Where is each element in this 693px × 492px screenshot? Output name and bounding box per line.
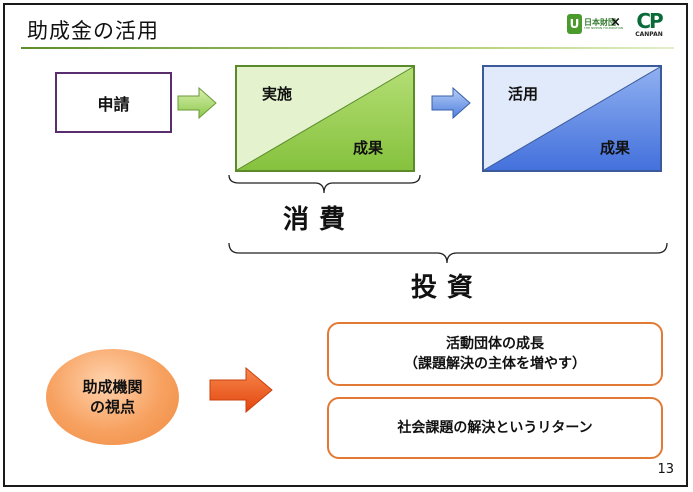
- social-return-box: 社会課題の解決というリターン: [327, 397, 663, 459]
- slide-title: 助成金の活用: [27, 19, 159, 43]
- investment-bracket: [228, 242, 668, 264]
- implementation-label: 実施: [262, 85, 293, 103]
- consumption-label: 消費: [283, 205, 356, 235]
- growth-line-1: 活動団体の成長: [446, 336, 544, 352]
- logo-separator: ×: [610, 15, 621, 30]
- consumption-bracket: [228, 174, 421, 194]
- implementation-box: [235, 65, 415, 172]
- canpan-mark-icon: CP: [636, 9, 663, 33]
- utilization-box: [482, 65, 662, 172]
- green-arrow-icon: [177, 87, 217, 119]
- page-number: 13: [657, 462, 674, 477]
- nippon-foundation-en: THE NIPPON FOUNDATION: [584, 25, 624, 30]
- canpan-text: CANPAN: [635, 31, 663, 38]
- apply-box: 申請: [55, 72, 172, 133]
- nippon-foundation-logo: U 日本財団 THE NIPPON FOUNDATION: [567, 14, 623, 34]
- title-underline: [21, 47, 674, 49]
- nippon-foundation-jp: 日本財団: [584, 17, 616, 27]
- investment-label: 投資: [411, 273, 484, 303]
- growth-box: 活動団体の成長 （課題解決の主体を増やす）: [327, 322, 663, 386]
- implementation-result-label: 成果: [353, 139, 384, 157]
- blue-arrow-icon: [431, 87, 471, 119]
- social-return-text: 社会課題の解決というリターン: [397, 420, 593, 436]
- funder-perspective-oval: 助成機関 の視点: [46, 349, 179, 445]
- nippon-foundation-mark-icon: U: [567, 14, 582, 34]
- oval-line-1: 助成機関: [82, 378, 143, 396]
- orange-arrow-icon: [209, 367, 273, 413]
- oval-line-2: の視点: [89, 398, 135, 416]
- apply-label: 申請: [97, 94, 130, 114]
- utilization-label: 活用: [508, 85, 539, 103]
- slide: 助成金の活用 U 日本財団 THE NIPPON FOUNDATION × CP…: [3, 3, 688, 487]
- utilization-result-label: 成果: [600, 139, 631, 157]
- canpan-logo: CP CANPAN: [627, 11, 671, 38]
- growth-line-2: （課題解決の主体を増やす）: [404, 356, 586, 372]
